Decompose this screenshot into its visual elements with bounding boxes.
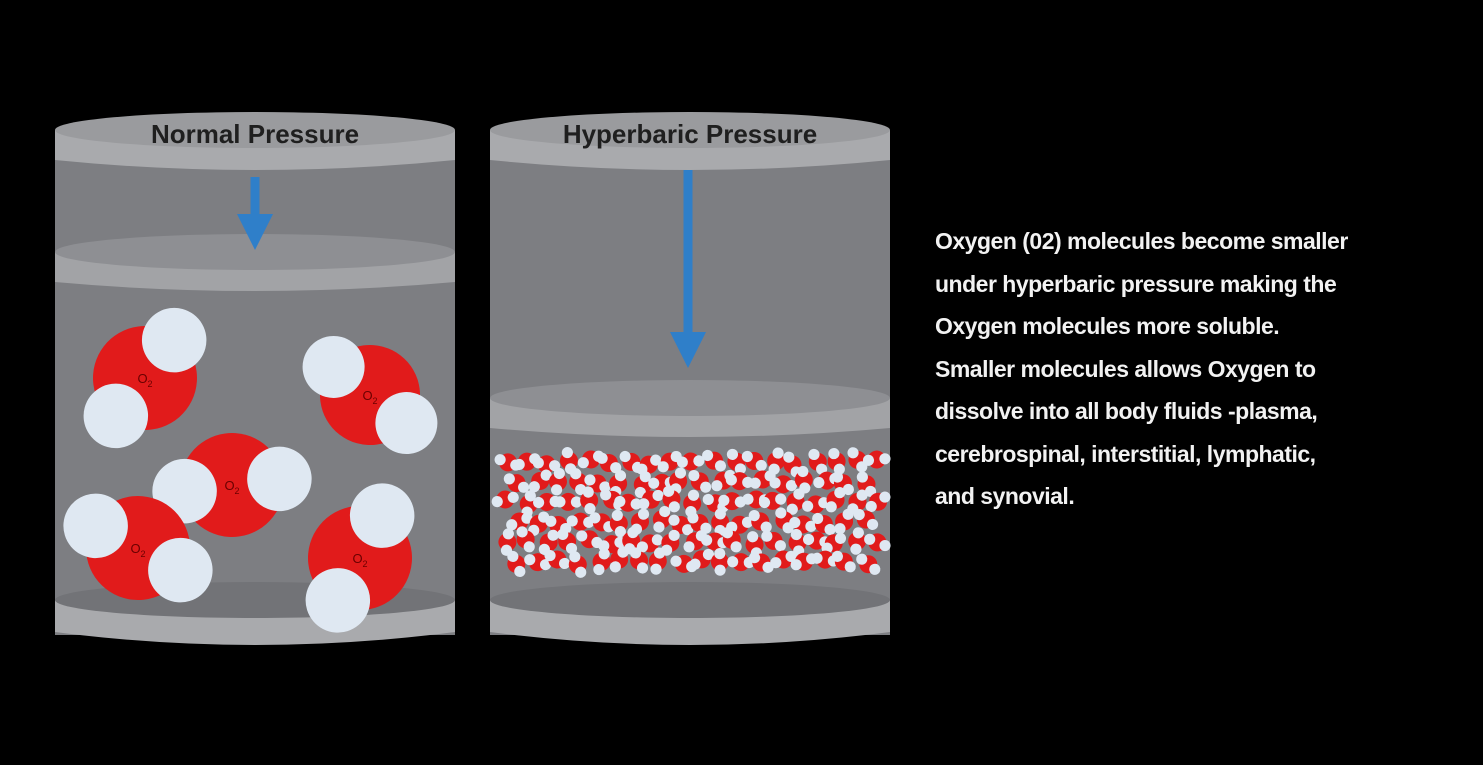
oxygen-molecule [519, 490, 538, 518]
oxygen-molecule [789, 515, 817, 534]
oxygen-molecule [683, 489, 702, 518]
oxygen-molecule [726, 448, 746, 475]
oxygen-molecule [831, 550, 856, 573]
oxygen-molecule [676, 452, 705, 471]
o2-label: O2 [130, 541, 145, 559]
oxygen-molecule [741, 450, 767, 472]
o2-label: O2 [137, 371, 152, 389]
description-line: Smaller molecules allows Oxygen to [935, 355, 1316, 382]
oxygen-molecule [864, 533, 891, 552]
oxygen-molecule: O2 [305, 483, 415, 633]
oxygen-molecule [683, 530, 707, 553]
description-line: and synovial. [935, 483, 1075, 509]
oxygen-molecule [668, 514, 694, 536]
oxygen-molecule [630, 547, 649, 574]
oxygen-molecule [559, 447, 578, 475]
oxygen-molecule [786, 488, 805, 515]
oxygen-molecule [548, 467, 567, 496]
oxygen-molecule: O2 [302, 335, 438, 455]
hyperbaric-pressure-cylinder: Hyperbaric Pressure [490, 112, 891, 645]
oxygen-molecule [580, 486, 599, 515]
oxygen-molecule [569, 468, 588, 496]
description-line: under hyperbaric pressure making the [935, 270, 1337, 297]
oxygen-molecule [516, 526, 535, 553]
oxygen-molecule [491, 490, 519, 509]
oxygen-molecule [545, 515, 572, 535]
oxygen-molecule [862, 450, 891, 469]
oxygen-molecule [494, 453, 522, 472]
oxygen-molecule [609, 509, 628, 538]
oxygen-molecule [648, 547, 667, 575]
oxygen-molecule [630, 508, 650, 535]
oxygen-molecule [710, 548, 729, 576]
oxygen-molecule [865, 491, 891, 512]
oxygen-molecule: O2 [152, 433, 312, 537]
normal-pressure-label: Normal Pressure [151, 119, 359, 149]
oxygen-molecules-small [491, 447, 891, 578]
oxygen-molecule [506, 512, 533, 531]
description-line: Oxygen (02) molecules become smaller [935, 228, 1348, 254]
oxygen-molecule [688, 469, 712, 493]
description-line: dissolve into all body fluids -plasma, [935, 398, 1318, 424]
oxygen-molecule [619, 450, 644, 473]
oxygen-molecule [761, 530, 786, 552]
oxygen-molecule [532, 455, 561, 474]
oxygen-molecule [726, 515, 754, 534]
oxygen-molecule [769, 475, 797, 494]
oxygen-molecule [544, 549, 571, 570]
oxygen-molecule [657, 450, 682, 473]
oxygen-molecule [524, 553, 552, 572]
oxygen-molecule [662, 485, 681, 513]
oxygen-molecule [652, 505, 671, 533]
oxygen-molecule [528, 469, 552, 493]
oxygen-molecule [538, 529, 559, 555]
oxygen-molecule [748, 552, 774, 573]
description-line: Oxygen molecules more soluble. [935, 313, 1280, 339]
o2-label: O2 [362, 388, 377, 406]
description-text: Oxygen (02) molecules become smaller und… [935, 220, 1445, 518]
oxygen-molecule [592, 548, 611, 576]
oxygen-molecule: O2 [63, 493, 213, 603]
oxygen-molecule [568, 551, 587, 578]
oxygen-molecule [856, 471, 877, 497]
oxygen-molecule [507, 550, 526, 578]
oxygen-molecule [794, 465, 813, 494]
oxygen-molecule [638, 489, 664, 510]
o2-label: O2 [352, 551, 367, 569]
description-line: cerebrospinal, interstitial, lymphatic, [935, 440, 1316, 467]
oxygen-molecule [622, 526, 641, 555]
oxygen-molecule [689, 548, 715, 570]
oxygen-molecule [718, 492, 746, 511]
oxygen-molecule [711, 508, 730, 537]
oxygen-molecule [554, 492, 583, 511]
oxygen-molecule [721, 527, 742, 553]
oxygen-molecule [503, 473, 530, 493]
oxygen-molecule [825, 487, 846, 513]
o2-label: O2 [224, 478, 239, 496]
oxygen-molecule [856, 553, 881, 575]
oxygen-molecule [758, 491, 787, 510]
oxygen-molecule [702, 449, 727, 472]
oxygen-molecule [770, 550, 797, 569]
oxygen-molecule [528, 511, 550, 536]
oxygen-molecule [848, 527, 867, 555]
oxygen-molecule [853, 509, 879, 530]
hyperbaric-pressure-label: Hyperbaric Pressure [563, 119, 817, 149]
oxygen-molecule [609, 546, 629, 573]
oxygen-molecule: O2 [83, 307, 207, 449]
oxygen-molecule [557, 528, 578, 555]
oxygen-molecule [834, 508, 854, 535]
oxygen-molecule [748, 510, 772, 533]
oxygen-molecule [812, 512, 836, 536]
